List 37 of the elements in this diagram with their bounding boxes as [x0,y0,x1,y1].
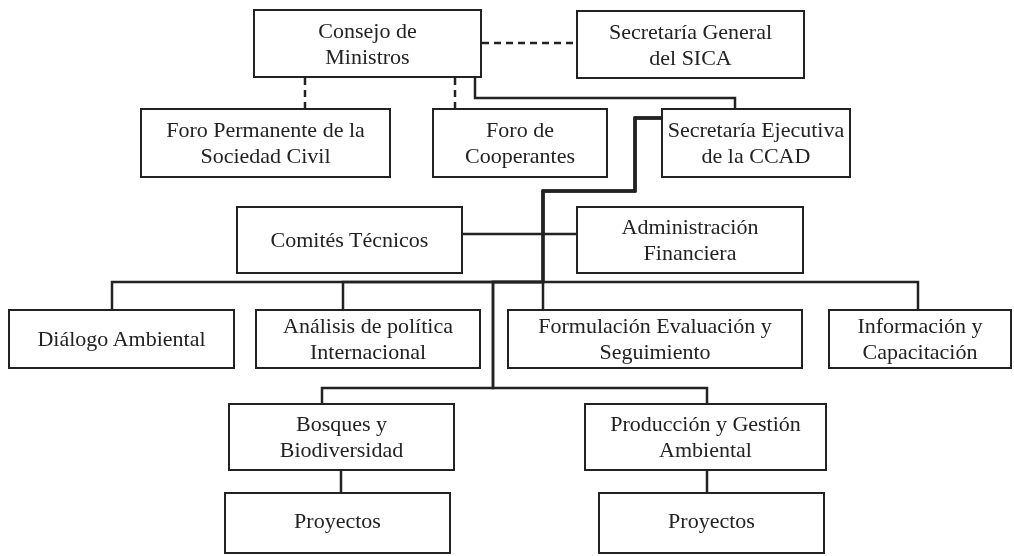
org-box [8,309,235,369]
org-box [236,206,463,274]
connector-line [473,78,737,108]
box-label: Administración Financiera [620,214,760,266]
box-label: Formulación Evaluación y Seguimiento [537,313,773,365]
org-box [228,403,455,471]
connector-line [339,471,343,492]
box-label: Foro Permanente de la Sociedad Civil [165,117,366,169]
org-box [576,10,805,79]
box-label: Comités Técnicos [269,227,430,253]
org-box [661,108,851,178]
connector-line [491,116,709,403]
connector-line [453,78,457,108]
org-box [576,206,804,274]
box-label: Análisis de política Internacional [282,313,454,365]
org-box [598,492,825,554]
connector-line [482,41,576,45]
box-label: Producción y Gestión Ambiental [609,411,802,463]
box-label: Proyectos [667,508,756,534]
box-label: Consejo de Ministros [317,17,418,70]
org-box [255,309,481,369]
box-label: Proyectos [293,508,382,534]
box-label: Foro de Cooperantes [464,117,576,169]
connector-line [705,471,709,492]
box-label: Bosques y Biodiversidad [278,411,405,463]
org-box [432,108,608,178]
org-box [253,9,482,78]
org-box [140,108,391,178]
connector-line [303,78,307,108]
box-label: Secretaría Ejecutiva de la CCAD [666,117,846,169]
box-label: Información y Capacitación [856,313,984,365]
box-label: Diálogo Ambiental [36,326,207,352]
box-label: Secretaría General del SICA [607,18,774,71]
org-box [224,492,451,554]
org-box [507,309,803,369]
org-box [584,403,827,471]
org-box [828,309,1012,369]
